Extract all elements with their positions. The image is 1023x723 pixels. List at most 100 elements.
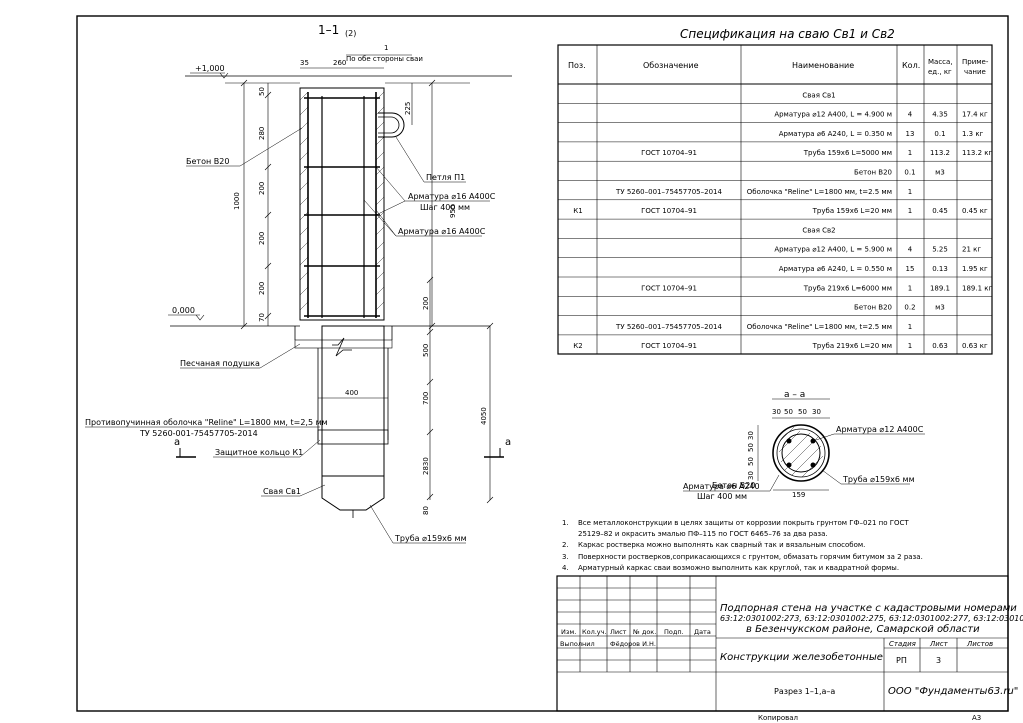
tb-company: ООО "Фундаменты63.ru": [888, 686, 1018, 697]
note-1b-text: 25129–82 и окрасить эмалью ПФ–115 по ГОС…: [578, 530, 828, 538]
note-2-num: 2.: [562, 541, 569, 549]
label-concrete: Бетон В20: [186, 157, 229, 166]
dim-2830: 2830: [422, 457, 430, 475]
aa-label-concrete: Бетон В20: [712, 481, 755, 490]
tb-col-sign: Подп.: [664, 628, 684, 636]
spec-cell-pos: К1: [573, 207, 582, 215]
aa-dim-width: 159: [792, 491, 805, 499]
tb-stage: РП: [896, 656, 907, 665]
section-a-a: а – а 30 50 50 30 30 50 50 30 159 Армату…: [683, 390, 925, 501]
label-shell-2: ТУ 5260-001-75457705-2014: [139, 429, 258, 438]
tb-project-1: Подпорная стена на участке с кадастровым…: [720, 603, 1017, 614]
spec-header-mass-2: ед., кг: [928, 68, 952, 76]
tb-format: А3: [972, 714, 981, 722]
tb-sheet: 3: [936, 656, 941, 665]
spec-cell-mass: 189.1: [930, 284, 950, 292]
note-2-text: Каркас ростверка можно выполнять как сва…: [578, 541, 865, 549]
elevation-zero: 0,000: [172, 306, 195, 315]
spec-cell-qty: 4: [908, 246, 913, 254]
section-aa-title: а – а: [784, 390, 805, 400]
spec-cell-qty: 4: [908, 111, 913, 119]
tb-project-3: в Безенчукском районе, Самарской области: [746, 623, 980, 635]
spec-cell-pos: К2: [573, 342, 582, 350]
dim-70: 70: [258, 313, 266, 322]
spec-cell-mass: 5.25: [932, 246, 948, 254]
spec-cell-qty: 1: [908, 323, 912, 331]
dim-1000: 1000: [233, 192, 241, 210]
dim-1: 1: [384, 44, 388, 52]
dim-500: 500: [422, 344, 430, 357]
dim-35: 35: [300, 59, 309, 67]
tb-section-name: Конструкции железобетонные: [720, 651, 883, 663]
label-rebar16-step-1: Арматура ⌀16 А400С: [408, 192, 496, 201]
spec-cell-name: Арматура ⌀6 А240, L = 0.550 м: [779, 265, 892, 273]
spec-cell-name: Арматура ⌀12 А400, L = 4.900 м: [774, 111, 892, 119]
spec-cell-note: 0.45 кг: [962, 207, 988, 215]
tb-drawing-name: Разрез 1–1,а–а: [774, 687, 835, 696]
note-1-num: 1.: [562, 519, 569, 527]
spec-header-qty: Кол.: [902, 61, 920, 70]
cut-mark-right: а: [505, 437, 511, 448]
section-subtitle: (2): [345, 29, 356, 38]
aa-label-rebar12: Арматура ⌀12 А400С: [836, 425, 924, 434]
tb-col-kol: Кол.уч.: [582, 628, 607, 636]
dim-280: 280: [258, 127, 266, 140]
spec-cell-mass: 113.2: [930, 149, 950, 157]
label-rebar16-step-2: Шаг 400 мм: [420, 203, 470, 212]
note-3-num: 3.: [562, 553, 569, 561]
spec-cell-mass: м3: [935, 304, 945, 312]
dim-80: 80: [422, 506, 430, 515]
spec-cell-mass: 0.1: [934, 130, 945, 138]
spec-cell-doc: ГОСТ 10704–91: [641, 342, 697, 350]
label-shell-1: Противопучинная оболочка "Reline" L=1800…: [85, 418, 328, 427]
spec-cell-name: Оболочка "Reline" L=1800 мм, t=2.5 мм: [747, 188, 892, 196]
label-pile: Свая Св1: [263, 487, 301, 496]
spec-cell-note: 189.1 кг: [962, 284, 992, 292]
spec-cell-doc: ГОСТ 10704–91: [641, 149, 697, 157]
section-title: 1–1: [318, 23, 339, 37]
tb-col-list: Лист: [610, 628, 627, 636]
dim-200d: 200: [422, 297, 430, 310]
dim-400: 400: [345, 389, 358, 397]
note-3-text: Поверхности ростверков,соприкасающихся с…: [578, 553, 923, 561]
spec-title: Спецификация на сваю Св1 и Св2: [680, 27, 895, 41]
spec-cell-doc: ГОСТ 10704–91: [641, 207, 697, 215]
tb-sheets-h: Листов: [966, 640, 993, 648]
tb-col-izm: Изм.: [561, 628, 576, 636]
label-loop: Петля П1: [426, 173, 465, 182]
spec-cell-note: 113.2 кг: [962, 149, 992, 157]
aa-label-pipe: Труба ⌀159х6 мм: [842, 475, 915, 484]
spec-cell-note: 0.63 кг: [962, 342, 988, 350]
aa-label-rebar6-2: Шаг 400 мм: [697, 492, 747, 501]
spec-header-doc: Обозначение: [643, 61, 699, 70]
spec-cell-qty: 1: [908, 188, 912, 196]
spec-cell-doc: ГОСТ 10704–91: [641, 284, 697, 292]
spec-cell-doc: ТУ 5260–001–75457705–2014: [615, 188, 722, 196]
spec-cell-name: Труба 219х6 L=6000 мм: [803, 284, 892, 292]
note-4-text: Арматурный каркас сваи возможно выполнит…: [578, 564, 899, 572]
spec-header-note-2: чание: [964, 68, 986, 76]
spec-cell-qty: 1: [908, 284, 912, 292]
tb-author: Фёдоров И.Н.: [610, 640, 656, 648]
elevation-top: +1,000: [195, 64, 225, 73]
dim-50: 50: [258, 87, 266, 96]
tb-stage-h: Стадия: [889, 640, 916, 648]
spec-cell-qty: 15: [906, 265, 915, 273]
spec-cell-note: 1.3 кг: [962, 130, 984, 138]
spec-cell-name: Бетон В20: [854, 169, 892, 177]
aa-dim-left-1: 30: [747, 431, 755, 440]
spec-header-mass: Масса,: [928, 58, 953, 66]
aa-dim-top-2: 50: [784, 408, 793, 416]
dim-200a: 200: [258, 182, 266, 195]
spec-cell-qty: 0.2: [904, 304, 915, 312]
spec-cell-qty: 1: [908, 342, 912, 350]
spec-cell-mass: 0.63: [932, 342, 948, 350]
aa-label-rebar6-1: Арматура ⌀6 А240: [683, 482, 760, 491]
spec-cell-mass: 4.35: [932, 111, 948, 119]
dim-200c: 200: [258, 282, 266, 295]
tb-project-2: 63:12:0301002:273, 63:12:0301002:275, 63…: [720, 614, 1023, 623]
tb-col-date: Дата: [694, 628, 711, 636]
spec-cell-mass: 0.13: [932, 265, 948, 273]
spec-header-note: Приме-: [962, 58, 989, 66]
